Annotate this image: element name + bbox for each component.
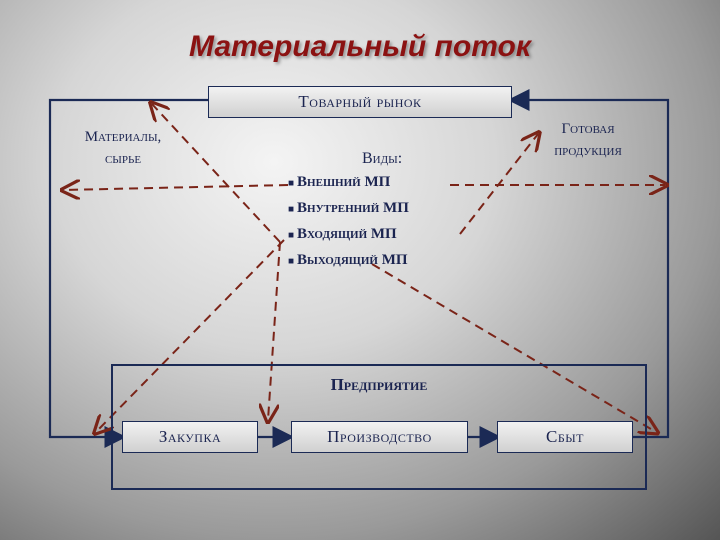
external-flow-arrow-left	[64, 185, 289, 190]
finished-goods-label: Готовая продукция	[554, 121, 622, 159]
slide-title: Материальный поток	[188, 30, 532, 63]
outgoing-flow-arrow-up	[459, 134, 538, 235]
market-box: Товарный рынок	[208, 86, 512, 118]
production-box: Производство	[291, 421, 468, 453]
enterprise-frame	[111, 364, 647, 490]
market-to-purchase-line	[48, 98, 208, 448]
enterprise-title: Предприятие	[330, 375, 428, 394]
production-label: Производство	[327, 427, 432, 446]
sales-box: Сбыт	[497, 421, 633, 453]
incoming-flow-arrow-up	[152, 104, 281, 243]
purchase-box: Закупка	[122, 421, 258, 453]
types-header: Виды:	[362, 150, 403, 167]
type-item: ■Входящий МП	[288, 226, 397, 242]
outgoing-flow-arrow-down	[371, 263, 656, 432]
purchase-label: Закупка	[158, 427, 222, 446]
materials-label: Материалы, сырье	[84, 129, 162, 167]
type-item: ■Внешний МП	[288, 174, 391, 190]
flow-types-list: Виды: ■Внешний МП ■Внутренний МП ■Входящ…	[288, 150, 458, 274]
sales-to-market-line	[507, 89, 670, 439]
market-label: Товарный рынок	[298, 92, 422, 111]
type-item: ■Внутренний МП	[288, 200, 409, 216]
sales-label: Сбыт	[545, 427, 585, 446]
type-item: ■Выходящий МП	[288, 252, 408, 268]
